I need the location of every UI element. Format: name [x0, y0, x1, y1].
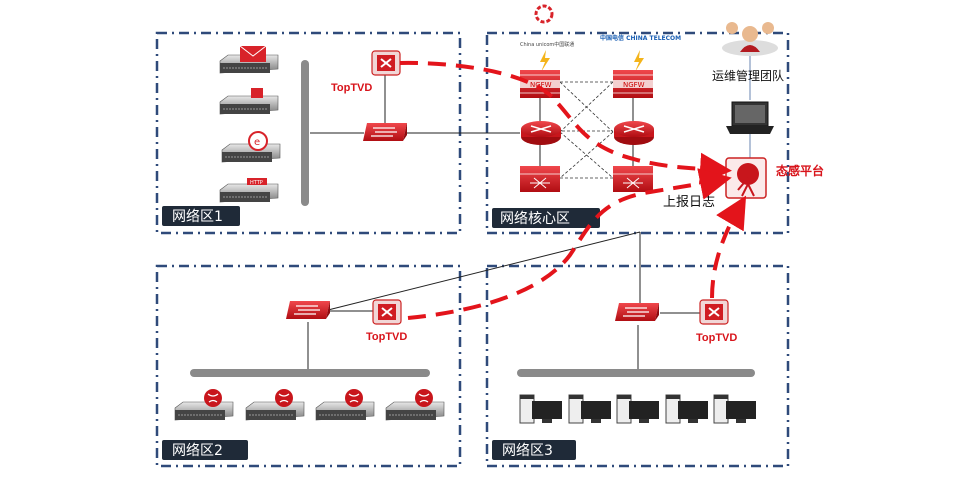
ops-team-label: 运维管理团队	[712, 68, 784, 83]
zone-3-switch	[614, 302, 660, 322]
situation-platform-icon	[725, 157, 767, 199]
zone-2-label: 网络区2	[162, 440, 248, 460]
zone-2-box	[155, 264, 462, 468]
core-switch-1	[519, 165, 561, 193]
lightning-icon	[634, 50, 644, 72]
zone-3-label: 网络区3	[492, 440, 576, 460]
zone-1-toptvd	[371, 50, 401, 76]
unicom-logo: China unicom中国联通	[520, 4, 574, 48]
mail-server	[219, 45, 279, 74]
zone-3-pc	[568, 394, 612, 424]
svg-text:HTTP: HTTP	[250, 180, 263, 186]
zone-1-toptvd-label: TopTVD	[331, 82, 372, 94]
log-arrow-zone3	[710, 195, 747, 299]
svg-text:NGFW: NGFW	[530, 81, 552, 89]
zone-2-switch	[285, 300, 331, 320]
svg-text:NGFW: NGFW	[623, 81, 645, 89]
svg-text:China unicom中国联通: China unicom中国联通	[520, 41, 574, 48]
zone-2-server	[246, 389, 304, 420]
web-server: e	[221, 131, 281, 163]
message-server	[219, 88, 279, 115]
zone-2-bus	[190, 369, 430, 377]
links	[307, 55, 751, 372]
zone-3-pc	[713, 394, 757, 424]
zone-3-toptvd-label: TopTVD	[696, 332, 737, 344]
zone-2-server	[175, 389, 233, 420]
zone-2-server	[386, 389, 444, 420]
platform-label: 态感平台	[776, 163, 824, 178]
report-log-label: 上报日志	[663, 195, 715, 210]
zone-3-toptvd	[699, 299, 729, 325]
zone-1-label: 网络区1	[162, 206, 240, 226]
zone-2-server	[316, 389, 374, 420]
svg-text:网络区2: 网络区2	[172, 443, 223, 459]
zone-1-bus	[301, 60, 309, 206]
svg-text:网络核心区: 网络核心区	[500, 211, 570, 227]
core-zone-label: 网络核心区	[492, 208, 600, 228]
redundant-links	[559, 81, 614, 179]
zone-1-switch	[362, 122, 408, 142]
http-server: HTTP	[219, 178, 279, 203]
svg-text:网络区3: 网络区3	[502, 443, 553, 459]
telecom-logo: 中国电信 CHINA TELECOM	[600, 34, 681, 42]
zone-2-toptvd-label: TopTVD	[366, 331, 407, 343]
core-router-2	[613, 120, 655, 146]
zone-3-box	[485, 264, 790, 468]
svg-text:网络区1: 网络区1	[172, 209, 223, 225]
svg-text:e: e	[254, 137, 260, 148]
log-arrow-zone2	[407, 168, 732, 320]
ops-team-icon	[722, 22, 778, 56]
zone-2-toptvd	[372, 299, 402, 325]
lightning-icon	[540, 50, 550, 72]
log-arrow-zone1	[399, 60, 732, 185]
svg-text:中国电信 CHINA TELECOM: 中国电信 CHINA TELECOM	[600, 34, 681, 42]
core-router-1	[520, 120, 562, 146]
zone-3-pc	[519, 394, 563, 424]
zone-3-pc	[665, 394, 709, 424]
zone-3-pc	[616, 394, 660, 424]
core-switch-2	[612, 165, 654, 193]
laptop-icon	[726, 101, 774, 134]
zone-3-bus	[517, 369, 755, 377]
